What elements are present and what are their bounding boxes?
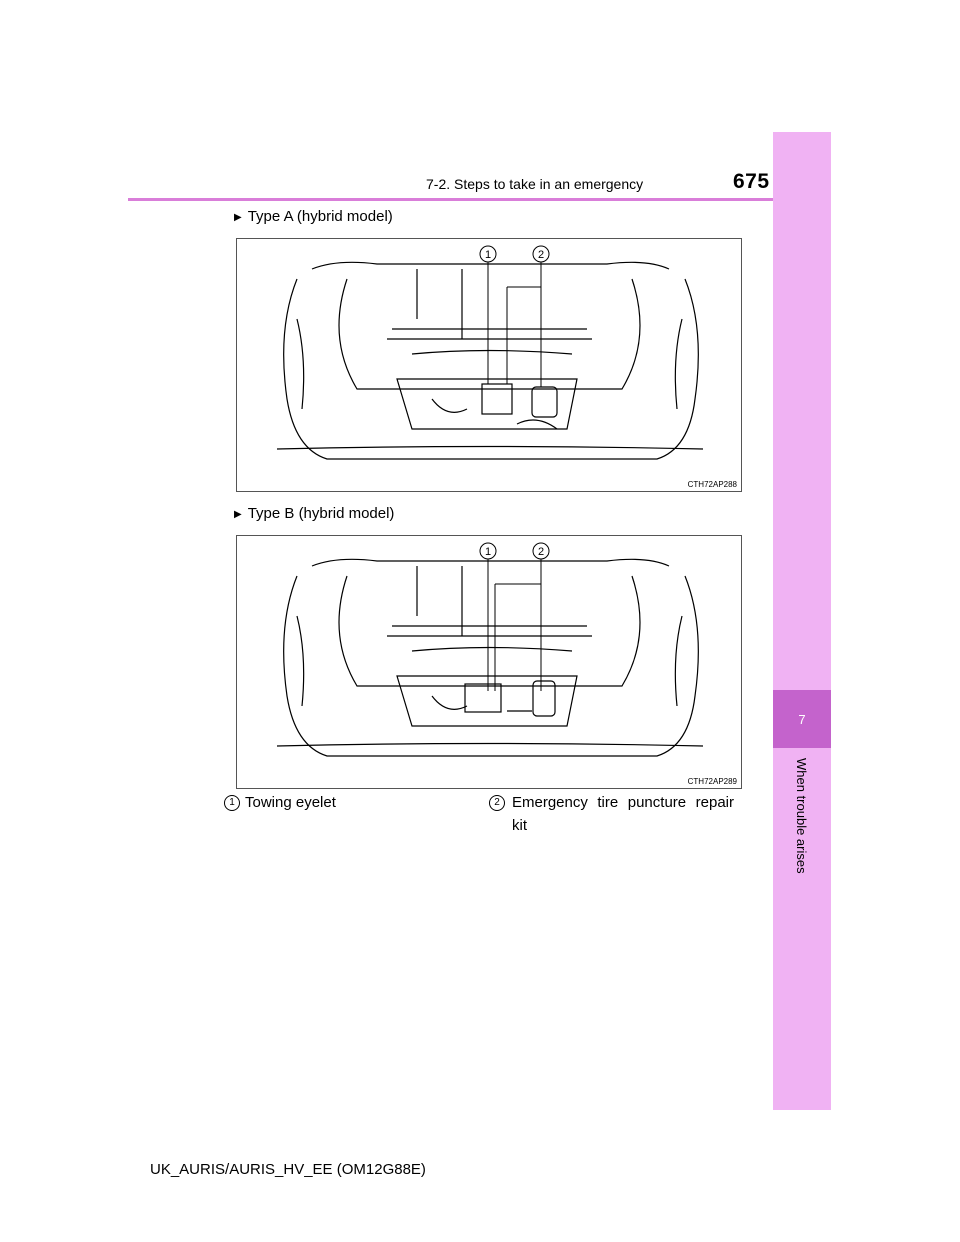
section-title: 7-2. Steps to take in an emergency — [426, 176, 644, 192]
car-trunk-illustration-b: 1 2 — [276, 542, 704, 757]
figure-b-callout-1: 1 — [485, 546, 491, 558]
figure-b-callout-2: 2 — [538, 546, 544, 558]
chapter-title: When trouble arises — [794, 758, 809, 874]
chapter-number-block — [773, 690, 831, 748]
legend-number-1: 1 — [224, 795, 240, 811]
triangle-bullet-icon: ▶ — [234, 509, 242, 520]
figure-a-callout-1: 1 — [485, 249, 491, 261]
figure-a-subhead-text: Type A (hybrid model) — [247, 208, 393, 225]
legend-label-2: Emergency tire puncture repair kit — [512, 794, 734, 834]
legend-number-2: 2 — [489, 795, 505, 811]
legend-label-1: Towing eyelet — [245, 794, 336, 811]
triangle-bullet-icon: ▶ — [234, 212, 242, 223]
page-number: 675 — [733, 170, 770, 193]
chapter-side-tab[interactable] — [773, 132, 831, 1110]
figure-a-callout-2: 2 — [538, 249, 544, 261]
document-id: UK_AURIS/AURIS_HV_EE (OM12G88E) — [150, 1161, 426, 1178]
chapter-title-wrap: When trouble arises — [773, 758, 831, 888]
figure-b-subhead-text: Type B (hybrid model) — [247, 505, 395, 522]
figure-a-subhead: ▶ Type A (hybrid model) — [234, 208, 393, 225]
figure-b-subhead: ▶ Type B (hybrid model) — [234, 505, 394, 522]
chapter-number: 7 — [798, 712, 806, 727]
car-trunk-illustration-a: 1 2 — [276, 245, 704, 460]
figure-a-illustration: 1 2 CTH72AP288 — [236, 238, 742, 492]
figure-b-code: CTH72AP289 — [687, 777, 737, 786]
header-rule — [128, 198, 831, 201]
figure-a-code: CTH72AP288 — [687, 480, 737, 489]
figure-b-illustration: 1 2 CTH72AP289 — [236, 535, 742, 789]
